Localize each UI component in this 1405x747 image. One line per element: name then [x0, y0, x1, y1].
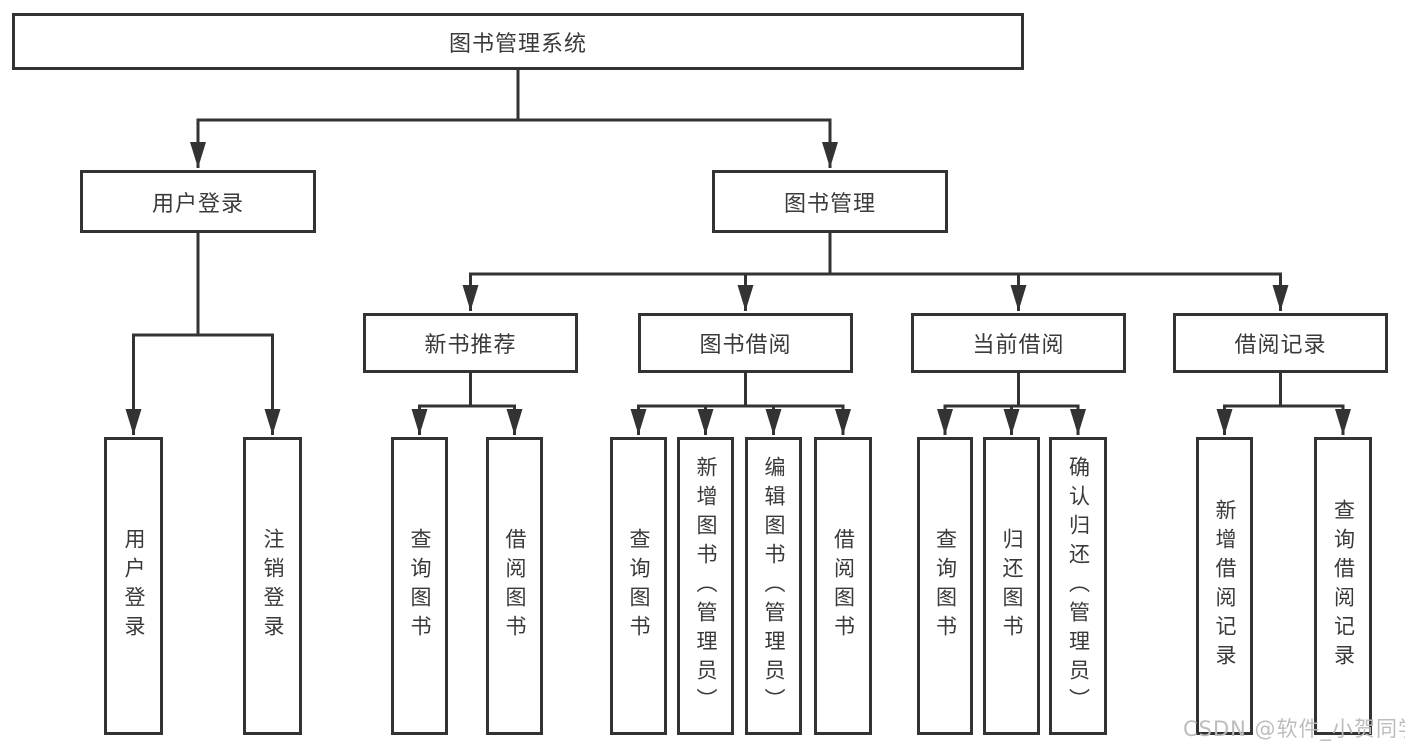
leaf-borrow-books-2: 借阅图书 — [814, 437, 872, 735]
leaf-label: 查询图书 — [933, 528, 958, 644]
node-new-book-recommend: 新书推荐 — [363, 313, 578, 373]
node-label: 当前借阅 — [972, 333, 1065, 358]
leaf-label: 查询借阅记录 — [1331, 499, 1356, 673]
leaf-query-books-3: 查询图书 — [917, 437, 973, 735]
node-label: 用户登录 — [151, 191, 244, 217]
leaf-return-books: 归还图书 — [983, 437, 1040, 735]
leaf-edit-books-admin: 编辑图书（管理员） — [745, 437, 802, 735]
node-current-borrowing: 当前借阅 — [911, 313, 1126, 373]
leaf-query-books-2: 查询图书 — [610, 437, 667, 735]
leaf-label: 归还图书 — [1000, 528, 1024, 644]
leaf-label: 查询图书 — [627, 528, 651, 644]
node-label: 新书推荐 — [424, 333, 517, 358]
leaf-label: 编辑图书（管理员） — [762, 455, 786, 717]
leaf-label: 借阅图书 — [503, 528, 527, 644]
node-book-management: 图书管理 — [712, 170, 948, 233]
leaf-borrow-books-1: 借阅图书 — [486, 437, 543, 735]
leaf-label: 用户登录 — [122, 528, 146, 644]
leaf-query-books-1: 查询图书 — [391, 437, 448, 735]
leaf-confirm-return-admin: 确认归还（管理员） — [1049, 437, 1107, 735]
leaf-query-borrow-record: 查询借阅记录 — [1314, 437, 1372, 735]
node-user-login: 用户登录 — [80, 170, 316, 233]
leaf-label: 借阅图书 — [831, 528, 856, 644]
leaf-add-borrow-record: 新增借阅记录 — [1196, 437, 1253, 735]
leaf-logout: 注销登录 — [243, 437, 302, 735]
node-borrowing-records: 借阅记录 — [1173, 313, 1388, 373]
leaf-label: 查询图书 — [408, 528, 432, 644]
leaf-user-login: 用户登录 — [104, 437, 163, 735]
node-label: 图书管理系统 — [448, 31, 587, 57]
leaf-label: 新增借阅记录 — [1213, 499, 1237, 673]
leaf-label: 新增图书（管理员） — [694, 455, 718, 717]
node-root-library-system: 图书管理系统 — [12, 13, 1024, 70]
node-label: 借阅记录 — [1234, 333, 1327, 358]
leaf-label: 确认归还（管理员） — [1066, 455, 1091, 717]
node-label: 图书借阅 — [699, 333, 792, 358]
leaf-label: 注销登录 — [261, 528, 285, 644]
csdn-watermark: CSDN @软件_小贺同学 — [1183, 717, 1405, 741]
node-label: 图书管理 — [783, 191, 876, 217]
leaf-add-books-admin: 新增图书（管理员） — [677, 437, 734, 735]
node-book-borrowing: 图书借阅 — [638, 313, 853, 373]
